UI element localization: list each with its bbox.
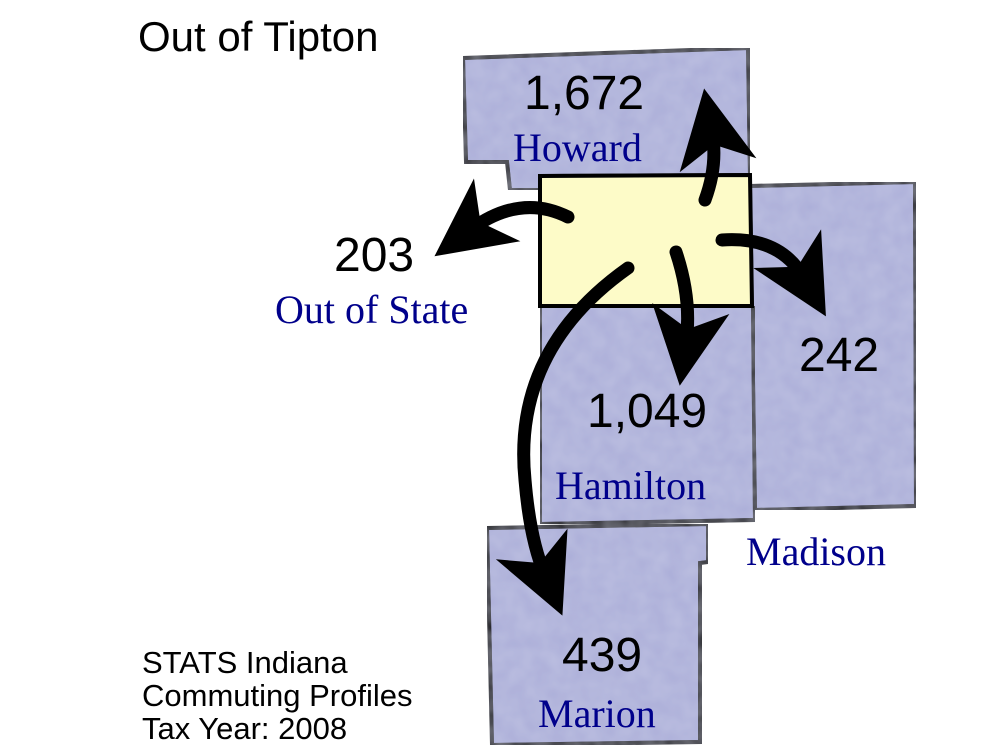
madison-label: Madison (746, 529, 886, 574)
county-tipton (538, 172, 755, 308)
source-line-1: STATS Indiana (142, 645, 348, 680)
hamilton-value: 1,049 (587, 385, 708, 438)
arrow-to-marion (495, 261, 635, 616)
arrow-to-madison (715, 229, 826, 317)
marion-label: Marion (538, 691, 656, 736)
madison-value: 242 (799, 329, 880, 382)
arrow-to-hamilton (652, 245, 730, 386)
out-of-state-value: 203 (334, 229, 415, 282)
source-note: STATS Indiana Commuting Profiles Tax Yea… (142, 646, 412, 745)
out-of-state-label: Out of State (275, 287, 469, 332)
source-line-2: Commuting Profiles (142, 678, 413, 713)
arrow-to-howard (679, 88, 757, 207)
source-line-3: Tax Year: 2008 (142, 711, 348, 746)
arrow-to-out-of-state (434, 178, 575, 257)
page-title: Out of Tipton (138, 13, 379, 60)
marion-value: 439 (562, 629, 643, 682)
howard-label: Howard (513, 125, 642, 170)
hamilton-label: Hamilton (555, 463, 707, 508)
howard-value: 1,672 (524, 67, 645, 120)
